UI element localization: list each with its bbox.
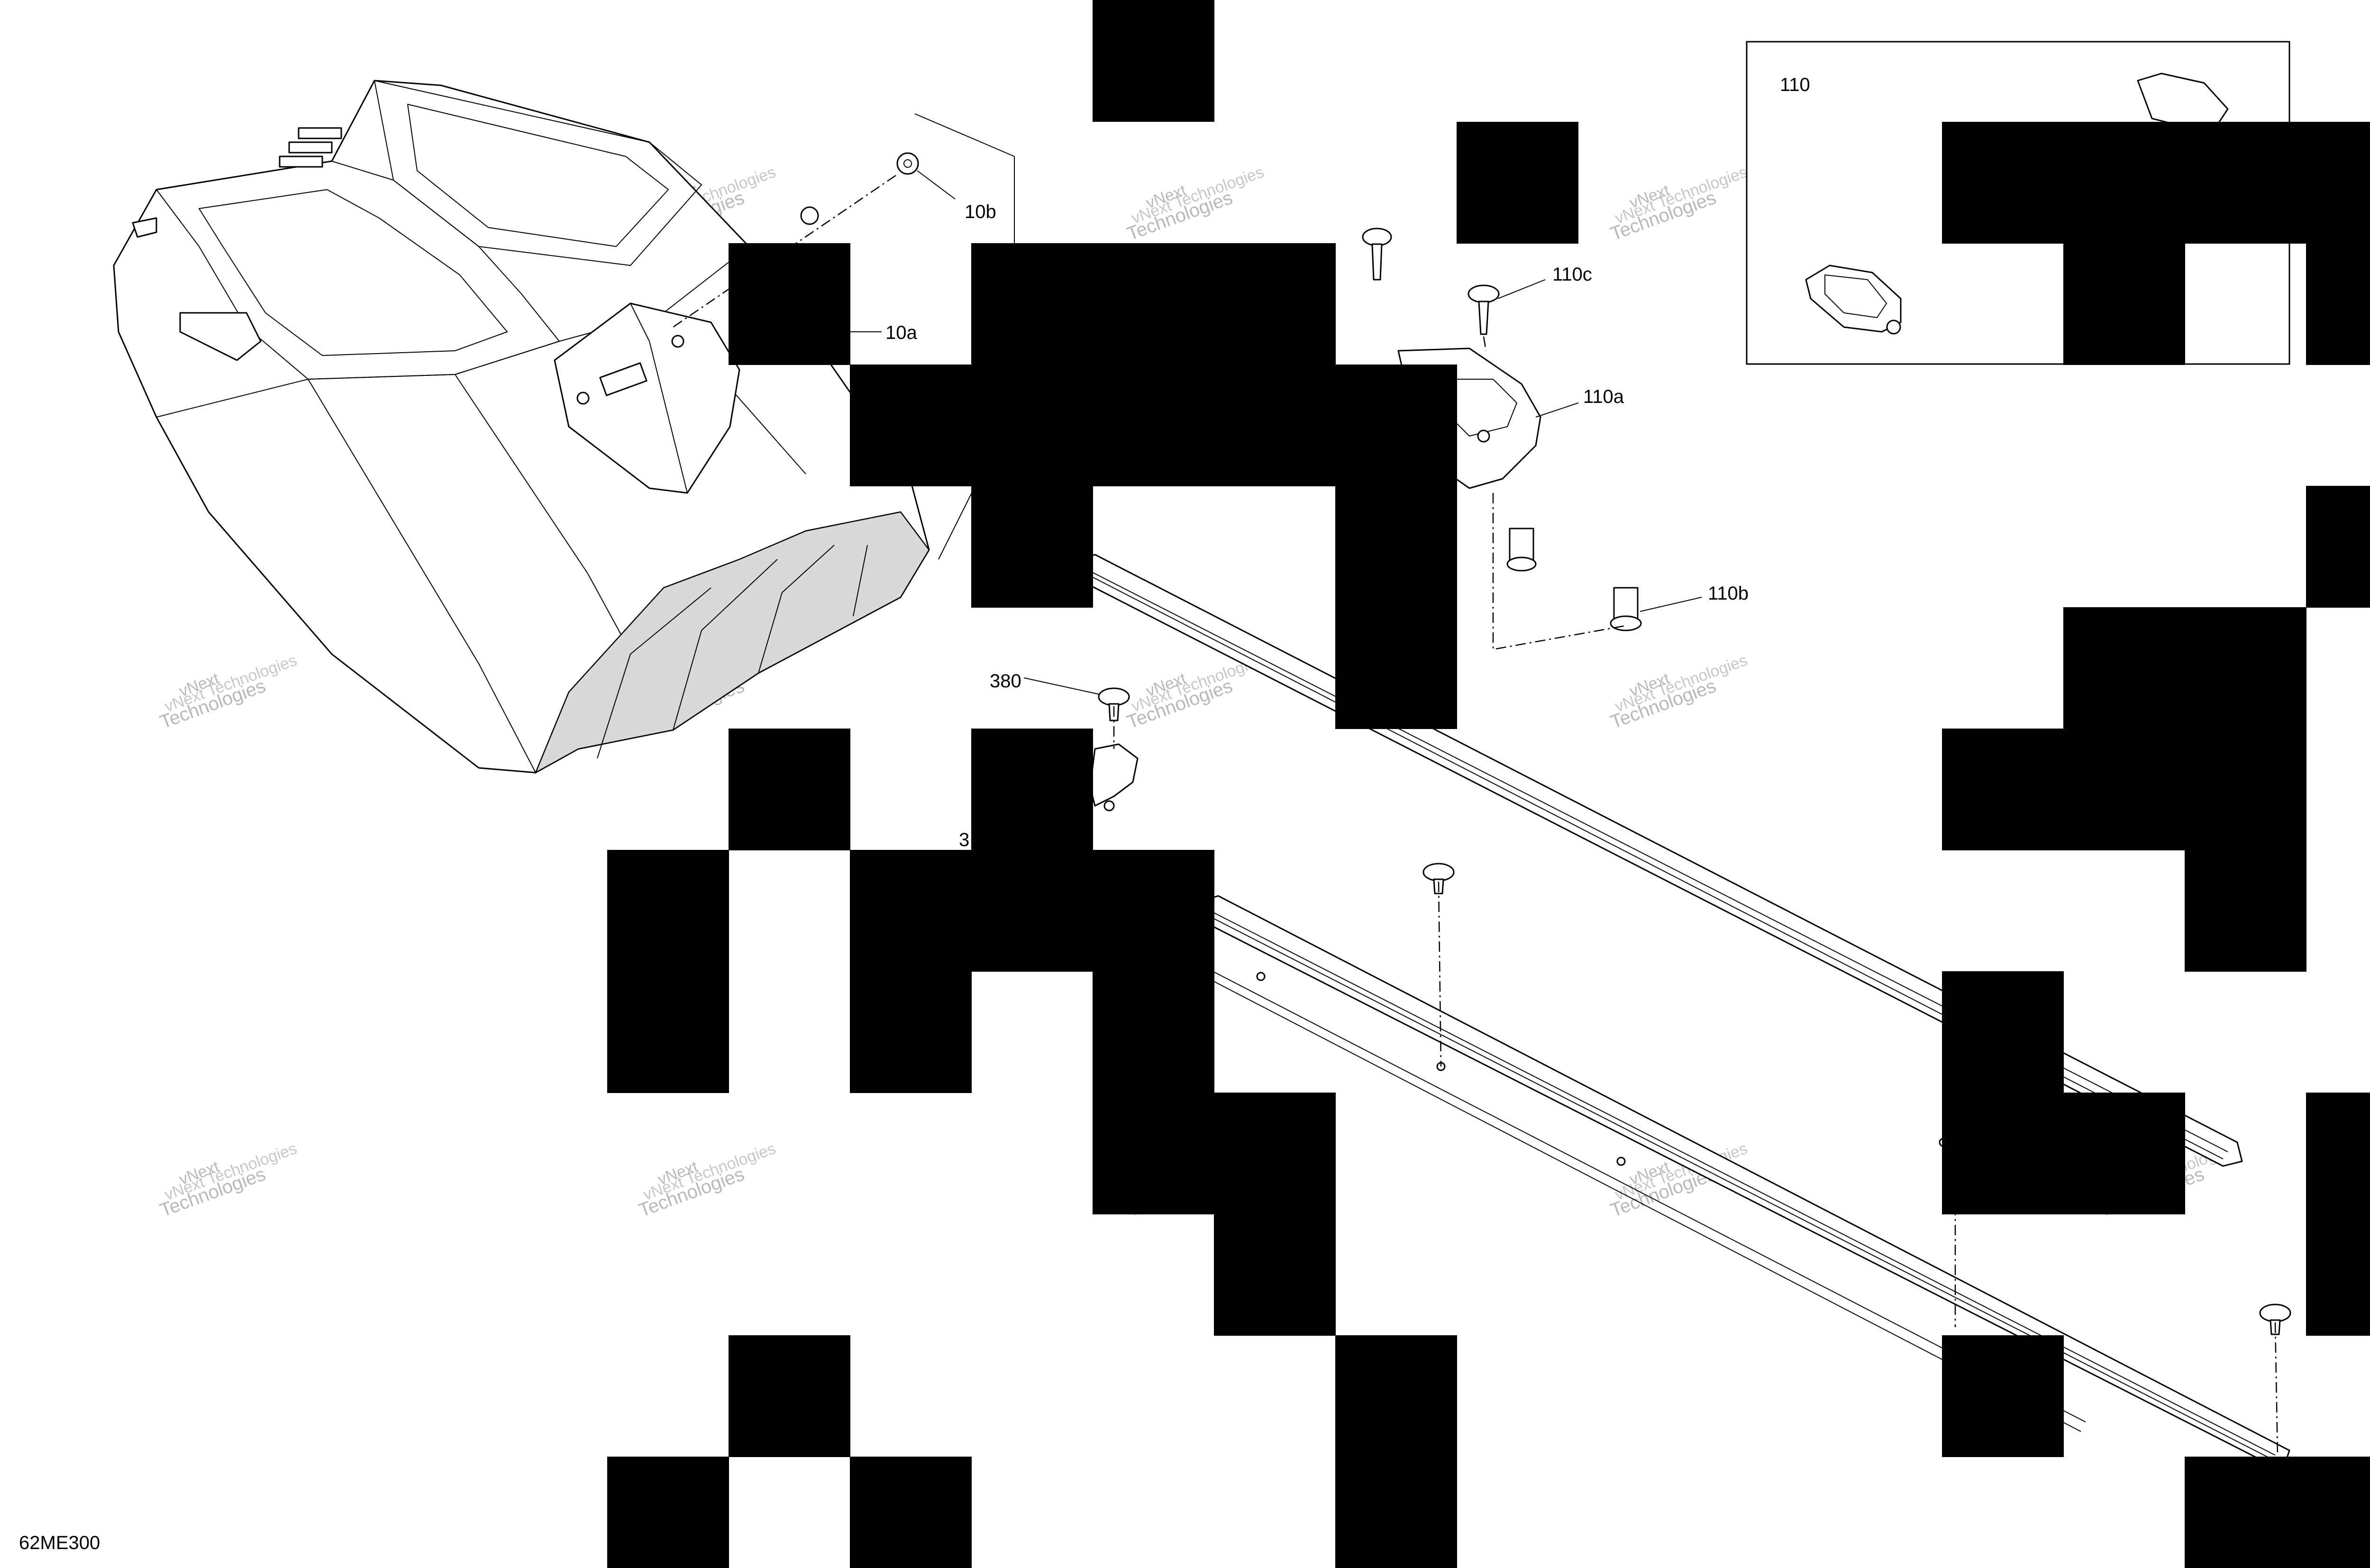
callout-10b: 10b bbox=[965, 201, 996, 222]
callout-labels: 10b 10a 110 110c 110a 110b 380 3 bbox=[885, 74, 1810, 850]
console-assembly bbox=[113, 80, 930, 774]
redaction-blocks bbox=[607, 0, 2370, 1568]
inset-110 bbox=[1746, 41, 2290, 365]
callout-380: 380 bbox=[990, 671, 1021, 692]
diagram-code: 62ME300 bbox=[19, 1532, 100, 1553]
callout-110b: 110b bbox=[1708, 583, 1749, 604]
callout-10a: 10a bbox=[885, 322, 917, 343]
callout-110: 110 bbox=[1780, 74, 1810, 95]
callout-3-partial: 3 bbox=[959, 830, 969, 850]
fasteners bbox=[800, 152, 2291, 1335]
callout-110a: 110a bbox=[1583, 386, 1624, 407]
callout-110c: 110c bbox=[1552, 264, 1592, 285]
